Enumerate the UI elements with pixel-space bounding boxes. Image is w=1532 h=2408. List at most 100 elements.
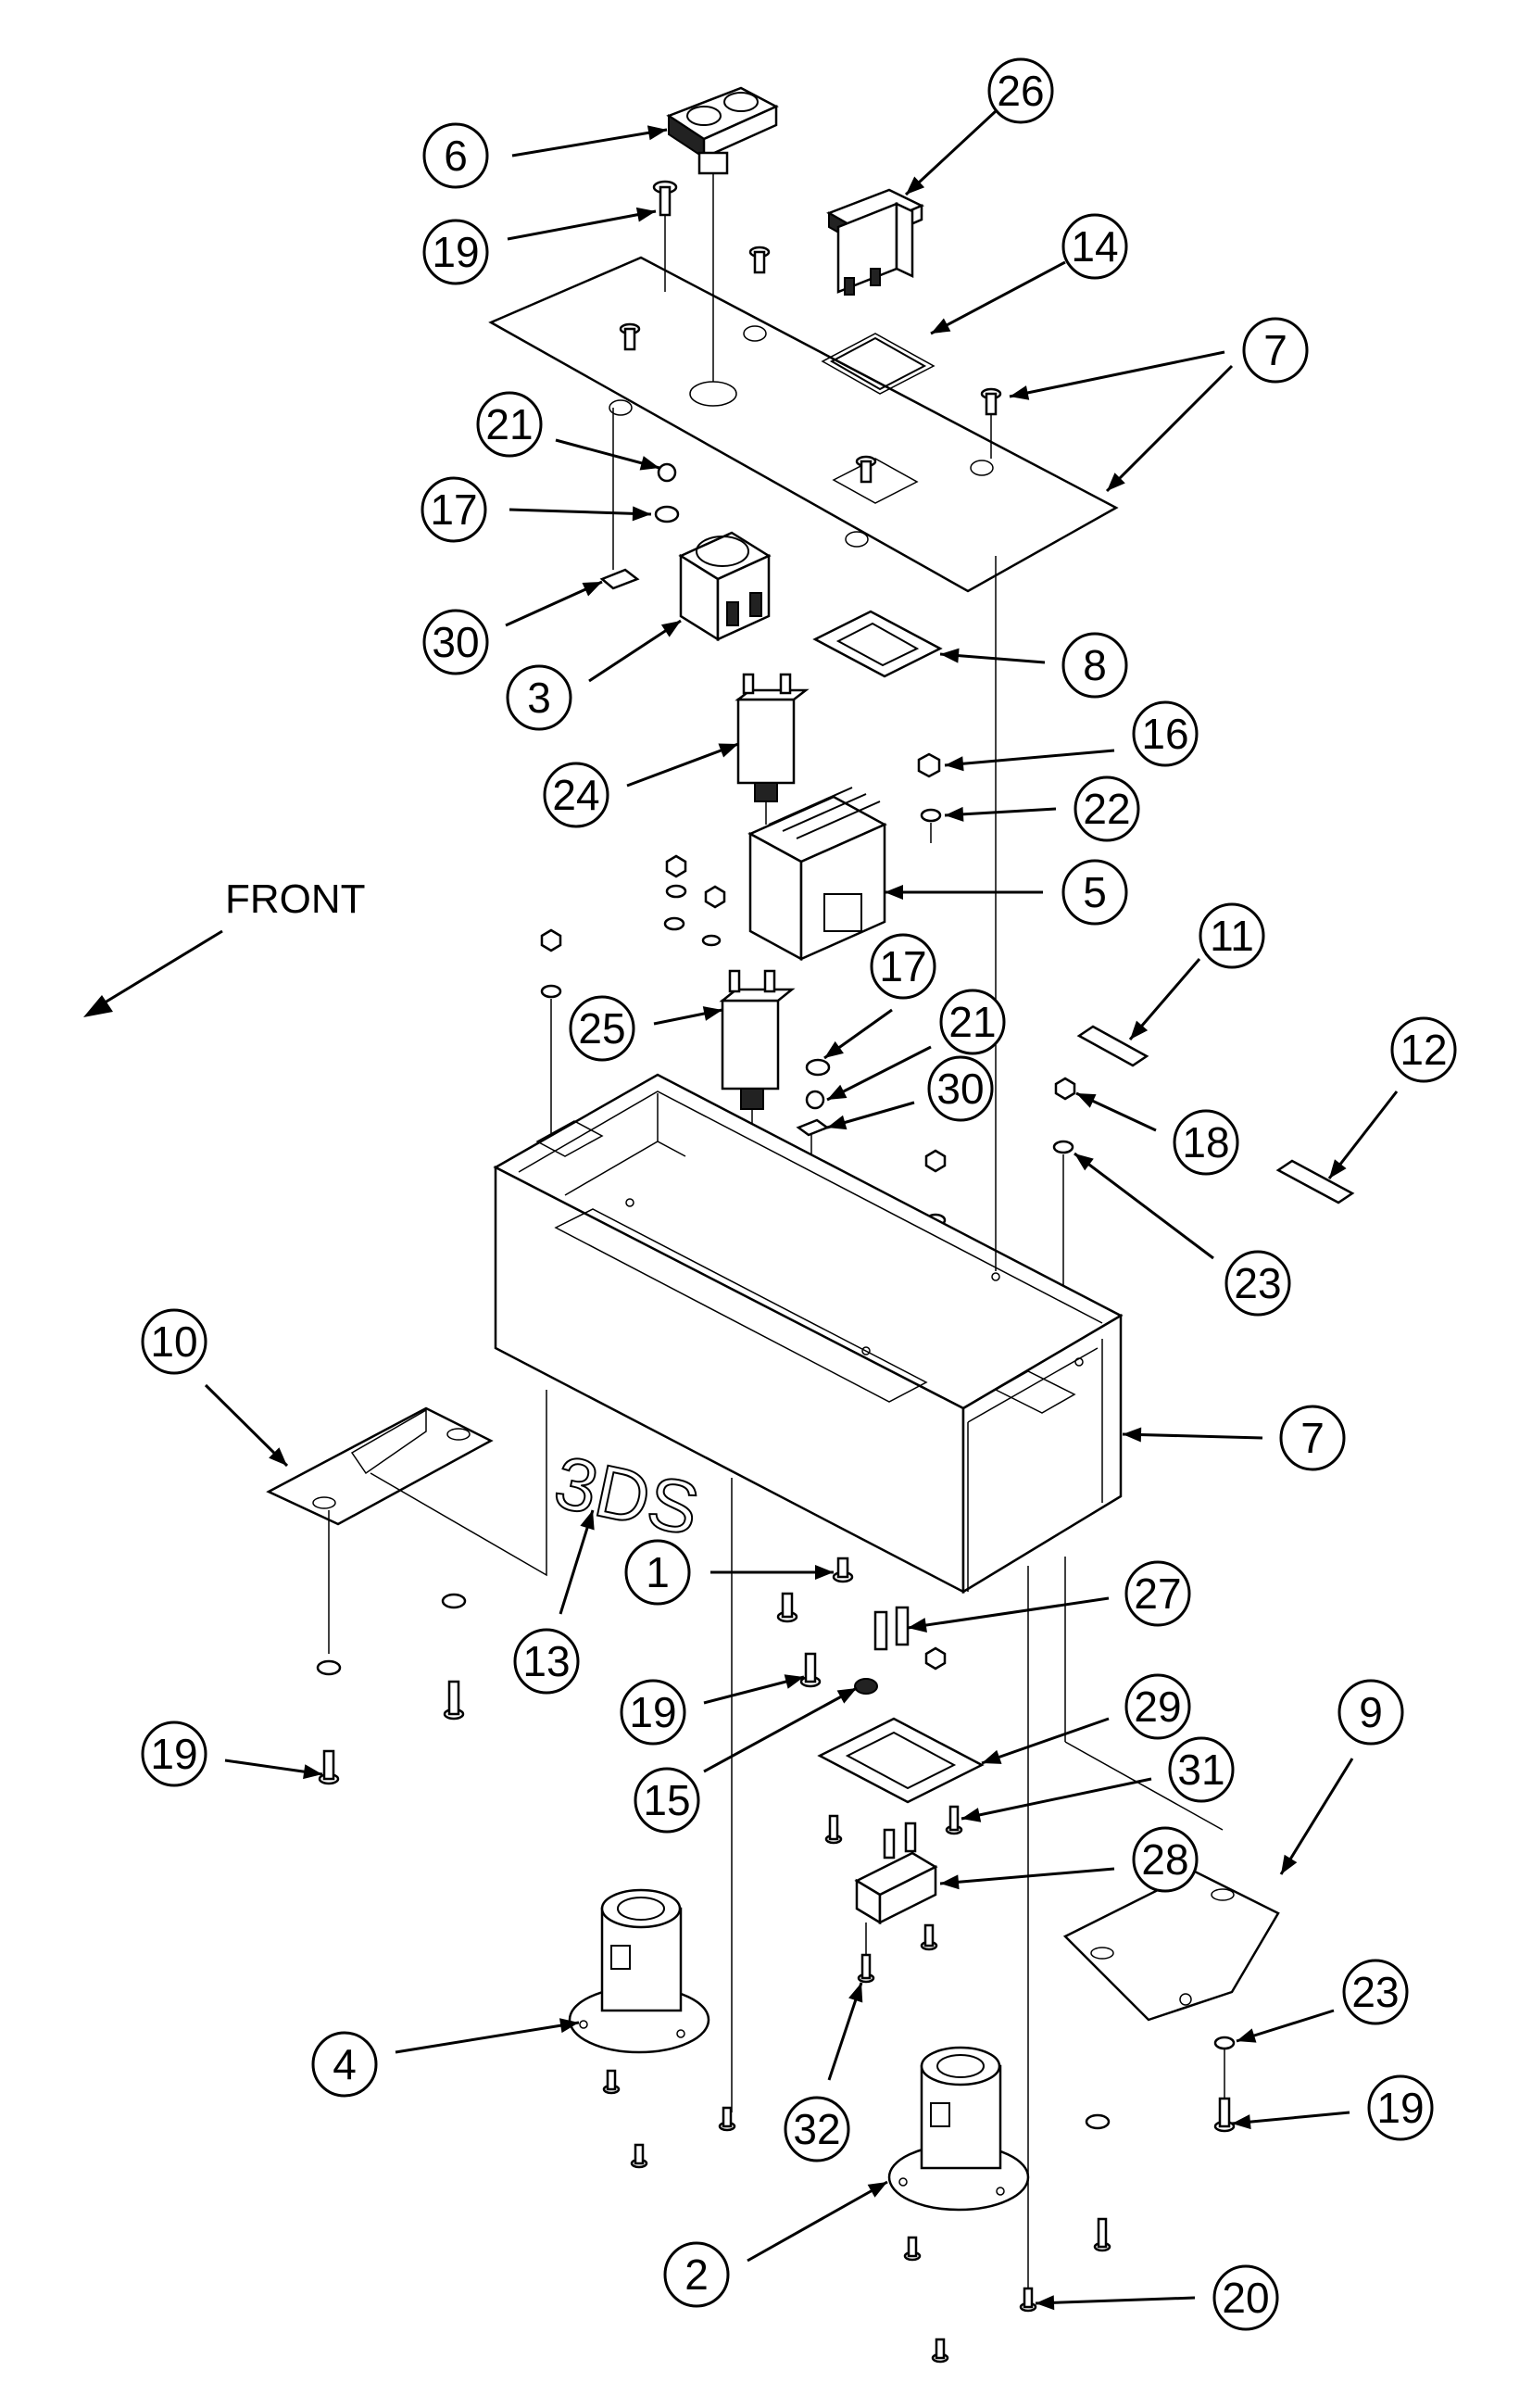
callout-26: 26: [904, 57, 1054, 196]
pushbutton-front: [702, 105, 778, 159]
rocker-switch-26: [826, 188, 925, 296]
selector-switch-3: [678, 531, 772, 642]
callout-7: 7: [1009, 317, 1309, 493]
gasket-8: [812, 610, 943, 678]
nut-17a: [654, 505, 680, 523]
callout-circle: [141, 1721, 207, 1787]
callout-circle: [1212, 2264, 1279, 2331]
plate-29: [817, 1717, 985, 1804]
selector-knob: [696, 536, 749, 567]
callout-number: 25: [578, 1004, 625, 1053]
callout-14: 14: [930, 213, 1128, 335]
screw-31: [945, 1805, 963, 1835]
label-11: [1076, 1025, 1149, 1067]
callout-8: 8: [939, 632, 1128, 699]
gasket-outer: [812, 610, 943, 678]
callout-5-arrowhead: [885, 885, 903, 900]
callout-20-leader: [1035, 2296, 1196, 2305]
callout-17: 17: [421, 476, 652, 543]
callout-17-leader: [509, 508, 652, 516]
front-indicator: FRONT: [83, 876, 366, 1017]
pushbutton-button-1: [686, 106, 722, 126]
callout-10-leader: [204, 1383, 289, 1468]
cover-slot-3: [970, 460, 994, 476]
callout-number: 14: [1071, 222, 1118, 271]
cover-plate-label: [829, 336, 927, 391]
breaker-24-tab-2: [779, 673, 792, 695]
contactor-5: [747, 787, 887, 962]
callout-21: 21: [476, 391, 660, 471]
callout-2: 2: [663, 2180, 888, 2308]
terminals-27: [873, 1606, 947, 1670]
cover-slot-2: [743, 325, 767, 342]
callout-number: 19: [432, 228, 479, 276]
callout-20: 20: [1035, 2264, 1279, 2331]
screw-cover-right: [980, 387, 1002, 459]
bracket-9-outline: [1062, 1870, 1280, 2022]
callout-28-arrowhead: [940, 1874, 960, 1890]
breaker-24-tab-1: [742, 673, 755, 695]
selector-terminal-2: [749, 592, 762, 617]
callout-number: 10: [150, 1317, 197, 1366]
callout-1: 1: [624, 1539, 834, 1606]
callout-21-arrowhead: [827, 1084, 848, 1100]
callout-circle: [1342, 1959, 1409, 2025]
gasket-inner: [835, 622, 920, 667]
terminal-30a: [599, 568, 640, 590]
rocker-body-right: [895, 202, 914, 278]
callout-4-leader: [395, 2021, 580, 2054]
loose-hardware: [663, 854, 726, 947]
callout-15: 15: [634, 1686, 858, 1834]
callout-18: 18: [1075, 1091, 1239, 1176]
callout-30: 30: [826, 1055, 994, 1130]
callout-3-arrowhead: [660, 621, 681, 637]
callout-number: 19: [150, 1730, 197, 1778]
callout-circle: [1224, 1250, 1291, 1317]
callout-circle: [1337, 1679, 1404, 1746]
callout-27: 27: [907, 1560, 1191, 1633]
screw-lower-b: [776, 1592, 798, 1623]
callout-13-arrowhead: [580, 1510, 595, 1531]
cover-plate-label-frame: [821, 333, 936, 395]
logo-3ds: 3DS: [547, 1441, 706, 1551]
rocker-pin-2: [870, 268, 881, 286]
receptacle-4-top: [600, 1888, 682, 1929]
breaker-25-body: [721, 999, 780, 1091]
callout-number: 18: [1182, 1118, 1229, 1166]
label-12: [1275, 1159, 1355, 1204]
callout-19: 19: [422, 207, 657, 285]
pushbutton-stem: [697, 151, 729, 175]
screw-1: [832, 1557, 854, 1583]
callout-22-leader: [944, 807, 1057, 817]
screw-b5: [903, 2236, 922, 2262]
callout-24-arrowhead: [718, 743, 738, 758]
callout-7-leader: [1122, 1432, 1263, 1440]
callout-14-leader: [930, 260, 1066, 335]
callout-7-b-arrowhead: [1107, 473, 1125, 491]
screw-b2: [718, 2106, 736, 2132]
callout-23-arrowhead: [1074, 1154, 1094, 1171]
callout-circle: [1279, 1405, 1346, 1471]
cover-slot-4: [845, 531, 869, 548]
callout-circle: [1124, 1673, 1191, 1740]
callout-15-arrowhead: [836, 1688, 857, 1704]
callout-circle: [422, 219, 489, 285]
callout-circle: [569, 995, 635, 1062]
callout-number: 5: [1083, 868, 1107, 916]
breaker-24-stud: [754, 782, 778, 802]
callout-number: 16: [1141, 710, 1188, 758]
callout-number: 1: [646, 1548, 670, 1596]
callout-circle: [1074, 775, 1140, 842]
callout-30-arrowhead: [827, 1115, 848, 1130]
callout-number: 19: [629, 1688, 676, 1736]
callout-circle: [422, 609, 489, 675]
callout-30: 30: [422, 580, 603, 675]
callout-circle: [663, 2241, 730, 2308]
receptacle-28: [854, 1822, 938, 1955]
callout-16-arrowhead: [945, 756, 964, 772]
hardware-stack-upper: [599, 408, 680, 590]
front-arrow-head: [83, 995, 113, 1017]
standoff-15: [854, 1678, 878, 1695]
